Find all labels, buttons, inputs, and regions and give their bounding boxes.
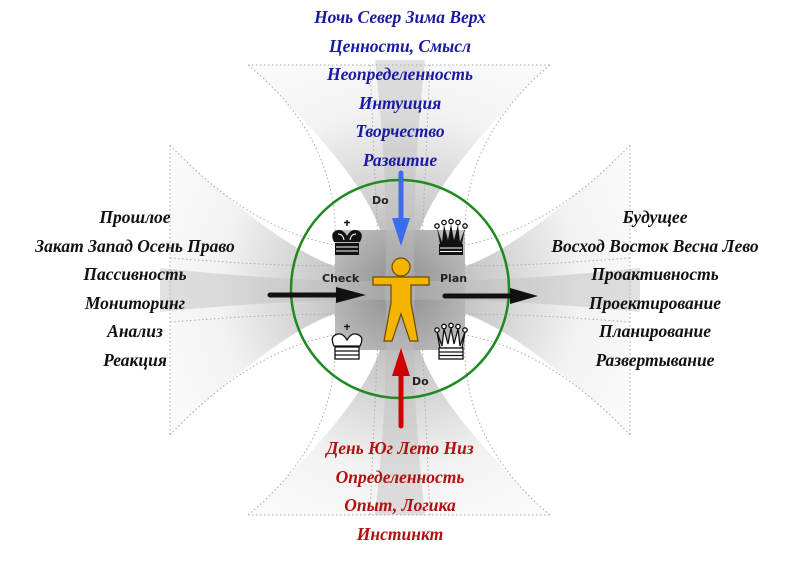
- arrow-up-icon: [392, 348, 410, 429]
- arrow-right-check-icon: [267, 287, 366, 303]
- arrow-down-icon: [392, 170, 410, 246]
- north-line: Неопределенность: [326, 64, 474, 84]
- north-line: Ночь Север Зима Верх: [314, 7, 486, 27]
- south-line: Опыт, Логика: [344, 495, 456, 515]
- north-line: Ценности, Смысл: [329, 35, 471, 56]
- west-text-block: Прошлое Закат Запад Осень Право Пассивно…: [0, 203, 270, 374]
- east-line: Проактивность: [591, 264, 719, 284]
- south-line: Определенность: [335, 466, 465, 487]
- north-line: Интуиция: [358, 92, 442, 113]
- west-line: Пассивность: [83, 264, 187, 284]
- plan-label: Plan: [440, 272, 468, 285]
- west-line: Прошлое: [99, 207, 171, 227]
- do-top-label: Do: [372, 194, 389, 207]
- east-line: Проектирование: [588, 292, 722, 313]
- do-bottom-label: Do: [412, 375, 429, 388]
- east-line: Развертывание: [595, 349, 715, 370]
- human-figure-icon: [372, 257, 430, 342]
- south-line: Инстинкт: [356, 523, 444, 544]
- check-label: Check: [322, 272, 360, 285]
- east-text-block: Будущее Восход Восток Весна Лево Проакти…: [520, 203, 790, 374]
- west-line: Мониторинг: [84, 292, 186, 313]
- west-line: Закат Запад Осень Право: [35, 235, 235, 256]
- north-line: Творчество: [355, 121, 445, 141]
- king-black-icon: [332, 220, 362, 255]
- queen-white-icon: [434, 322, 468, 360]
- dotted-outlines: [169, 64, 631, 516]
- arrow-right-plan-icon: [442, 288, 538, 304]
- king-white-icon: [331, 324, 363, 360]
- west-line: Реакция: [103, 349, 167, 370]
- north-text-block: Ночь Север Зима Верх Ценности, Смысл Нео…: [250, 3, 550, 174]
- east-line: Планирование: [599, 321, 711, 341]
- queen-black-icon: [434, 218, 468, 255]
- east-line: Будущее: [622, 207, 688, 227]
- north-line: Развитие: [362, 149, 438, 170]
- west-line: Анализ: [107, 321, 163, 341]
- east-line: Восход Восток Весна Лево: [551, 235, 759, 256]
- south-line: День Юг Лето Низ: [326, 438, 474, 458]
- south-text-block: День Юг Лето Низ Определенность Опыт, Ло…: [250, 434, 550, 548]
